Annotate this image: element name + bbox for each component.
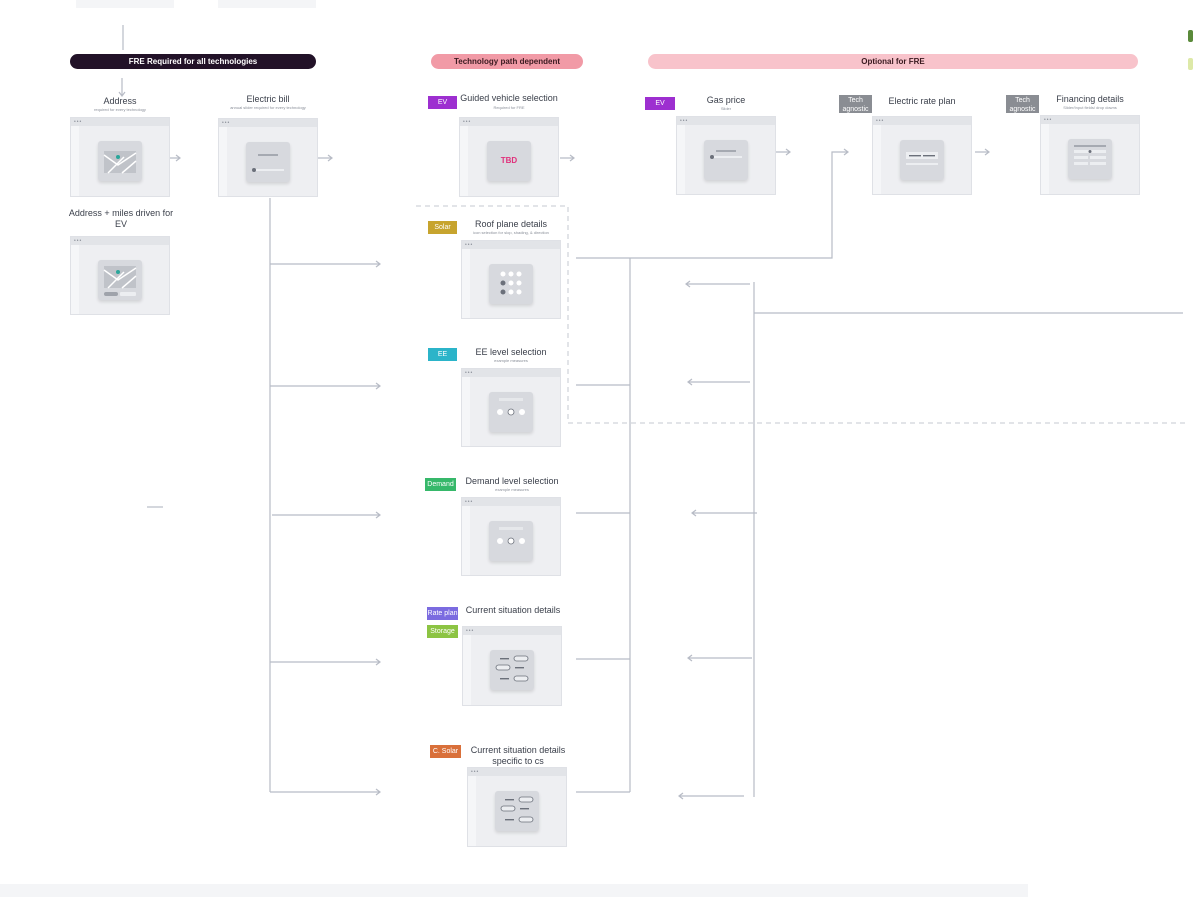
form-fields-card [495,791,539,831]
demand-level-mockup[interactable]: ••• [461,497,561,576]
current-situation-title: Current situation details [465,605,561,615]
tbd-label: TBD [500,156,518,165]
radio-options-card [489,391,533,432]
tag-storage: Storage [427,625,458,638]
roof-plane-title: Roof plane details [474,219,548,229]
tag-c-solar: C. Solar [430,745,461,758]
form-fields-card [490,650,534,690]
edge-dot-bottom [1188,58,1193,70]
electric-bill-mockup[interactable]: ••• [218,118,318,197]
current-situation-mockup[interactable]: ••• [462,626,562,706]
map-card [98,141,142,181]
return-arrow-5 [678,792,744,800]
electric-rate-title: Electric rate plan [888,96,956,106]
tag-tech-agnostic: Tech agnostic [1006,95,1039,113]
slider-card [704,139,748,180]
return-arrow-2 [687,378,750,386]
ee-level-title: EE level selection [475,347,547,357]
roof-plane-mockup[interactable]: ••• [461,240,561,319]
connector-gas-arrow [775,148,791,156]
electric-bill-subtitle: annual slider required for every technol… [230,105,306,110]
address-miles-mockup[interactable]: ••• [70,236,170,315]
financing-subtitle: Slider/Input fields/ drop downs [1063,105,1117,110]
tag-demand: Demand [425,478,456,491]
address-title: Address [103,96,137,106]
electric-rate-mockup[interactable]: ••• [872,116,972,195]
header-optional: Optional for FRE [648,54,1138,69]
financing-title: Financing details [1056,94,1124,104]
connector-to-demand [272,511,381,519]
bottom-strip [0,884,1028,897]
demand-level-subtitle: example measures [495,487,529,492]
connector-to-current [270,658,381,666]
demand-level-title: Demand level selection [465,476,559,486]
return-arrow-1 [685,280,750,288]
financing-mockup[interactable]: ••• [1040,115,1140,195]
address-subtitle: required for every technology [94,107,146,112]
current-situation-cs-mockup[interactable]: ••• [467,767,567,847]
slider-card [246,141,290,182]
connector-bill-arrow [318,154,333,162]
connector-fre-down [118,78,126,97]
map-card [98,259,142,300]
tag-ev: EV [645,97,675,110]
gas-price-title: Gas price [706,95,746,105]
dropdown-card [900,139,944,180]
slider-knob-icon [710,154,714,159]
tag-tech-agnostic: Tech agnostic [839,95,872,113]
guided-vehicle-subtitle: Required for FRE [493,105,525,110]
slider-knob-icon [252,167,256,172]
map-pin-icon [116,269,120,274]
tag-ee: EE [428,348,457,361]
tbd-card: TBD [487,141,531,181]
connector-vehicle-arrow [560,154,575,162]
return-arrow-4 [687,654,752,662]
return-arrow-3 [691,509,757,517]
top-stub-right [218,0,316,8]
ee-level-mockup[interactable]: ••• [461,368,561,447]
roof-plane-subtitle: icon selection for slop, shading, & dire… [473,230,549,235]
icon-grid-card [489,263,533,304]
connector-to-ee [270,382,381,390]
guided-vehicle-mockup[interactable]: ••• TBD [459,117,559,197]
top-stub-left [76,0,174,8]
tag-ev: EV [428,96,457,109]
fields-card [1068,139,1112,179]
tag-rate-plan: Rate plan [427,607,458,620]
address-miles-title: Address + miles driven for EV [68,208,174,229]
connector-roof-out [576,148,849,259]
electric-bill-title: Electric bill [246,94,290,104]
dashed-group-box [416,205,1188,424]
map-pin-icon [116,155,120,159]
header-tech-path: Technology path dependent [431,54,583,69]
connector-to-roof [270,260,381,268]
connector-to-cs [270,788,381,796]
gas-price-mockup[interactable]: ••• [676,116,776,195]
address-mockup[interactable]: ••• [70,117,170,197]
gas-price-subtitle: Slider [720,106,732,111]
tag-solar: Solar [428,221,457,234]
radio-options-card [489,520,533,561]
header-fre-required: FRE Required for all technologies [70,54,316,69]
ee-level-subtitle: example measures [494,358,528,363]
edge-dot-top [1188,30,1193,42]
connector-rate-arrow [975,148,990,156]
guided-vehicle-title: Guided vehicle selection [460,93,558,103]
current-situation-cs-title: Current situation details specific to cs [470,745,566,766]
